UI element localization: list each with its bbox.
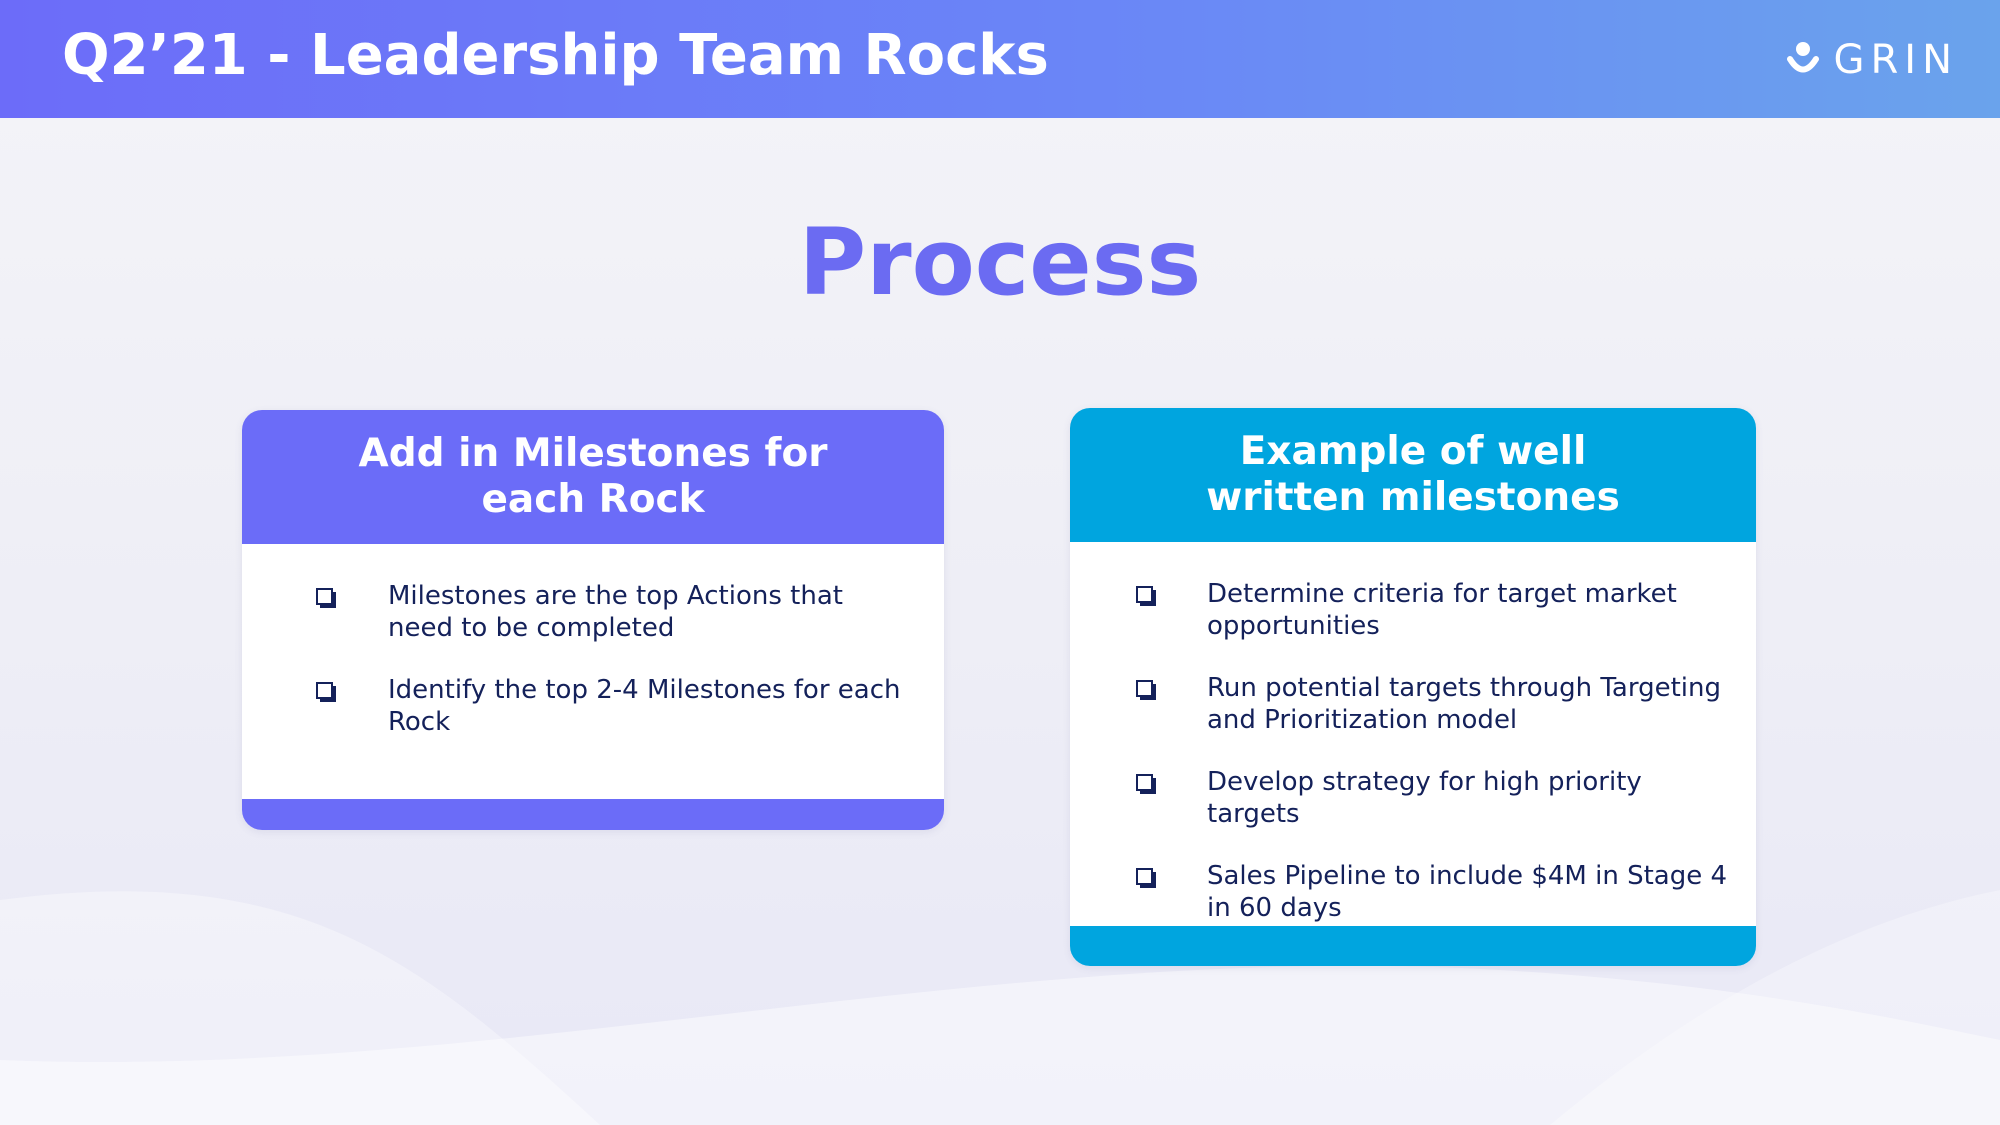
list-item: Determine criteria for target market opp… [1070, 578, 1756, 642]
list-item-text: Run potential targets through Targeting … [1207, 673, 1721, 735]
checkbox-bullet-icon [1136, 868, 1156, 888]
card-footer-bar [1070, 926, 1756, 966]
card-title-line: Example of well [1239, 429, 1587, 474]
milestones-card: Add in Milestones for each Rock Mileston… [242, 410, 944, 830]
logo-text: GRIN [1833, 37, 1958, 83]
card-title-line: each Rock [481, 477, 705, 522]
checkbox-bullet-icon [316, 588, 336, 608]
list-item-text: Develop strategy for high priority targe… [1207, 767, 1642, 829]
checkbox-bullet-icon [1136, 680, 1156, 700]
slide-title: Q2’21 - Leadership Team Rocks [62, 23, 1049, 88]
list-item-text: Sales Pipeline to include $4M in Stage 4… [1207, 861, 1727, 923]
card-header: Example of well written milestones [1070, 408, 1756, 542]
list-item: Milestones are the top Actions that need… [242, 580, 944, 644]
card-footer-bar [242, 799, 944, 830]
card-title-line: Add in Milestones for [358, 431, 828, 476]
grin-smile-icon [1787, 42, 1820, 73]
bullet-list: Determine criteria for target market opp… [1070, 578, 1756, 954]
checkbox-bullet-icon [1136, 586, 1156, 606]
list-item: Develop strategy for high priority targe… [1070, 766, 1756, 830]
grin-logo: GRIN [1787, 36, 1958, 84]
list-item: Run potential targets through Targeting … [1070, 672, 1756, 736]
list-item-text: Milestones are the top Actions that need… [388, 581, 843, 643]
card-header: Add in Milestones for each Rock [242, 410, 944, 544]
bullet-list: Milestones are the top Actions that need… [242, 580, 944, 768]
slide-header: Q2’21 - Leadership Team Rocks GRIN [0, 0, 2000, 118]
section-title: Process [798, 209, 1202, 316]
list-item: Sales Pipeline to include $4M in Stage 4… [1070, 860, 1756, 924]
examples-card: Example of well written milestones Deter… [1070, 408, 1756, 966]
list-item-text: Identify the top 2-4 Milestones for each… [388, 675, 901, 737]
card-title-line: written milestones [1206, 475, 1620, 520]
card-title: Add in Milestones for each Rock [359, 431, 828, 523]
list-item: Identify the top 2-4 Milestones for each… [242, 674, 944, 738]
checkbox-bullet-icon [316, 682, 336, 702]
list-item-text: Determine criteria for target market opp… [1207, 579, 1677, 641]
card-title: Example of well written milestones [1206, 429, 1620, 521]
checkbox-bullet-icon [1136, 774, 1156, 794]
